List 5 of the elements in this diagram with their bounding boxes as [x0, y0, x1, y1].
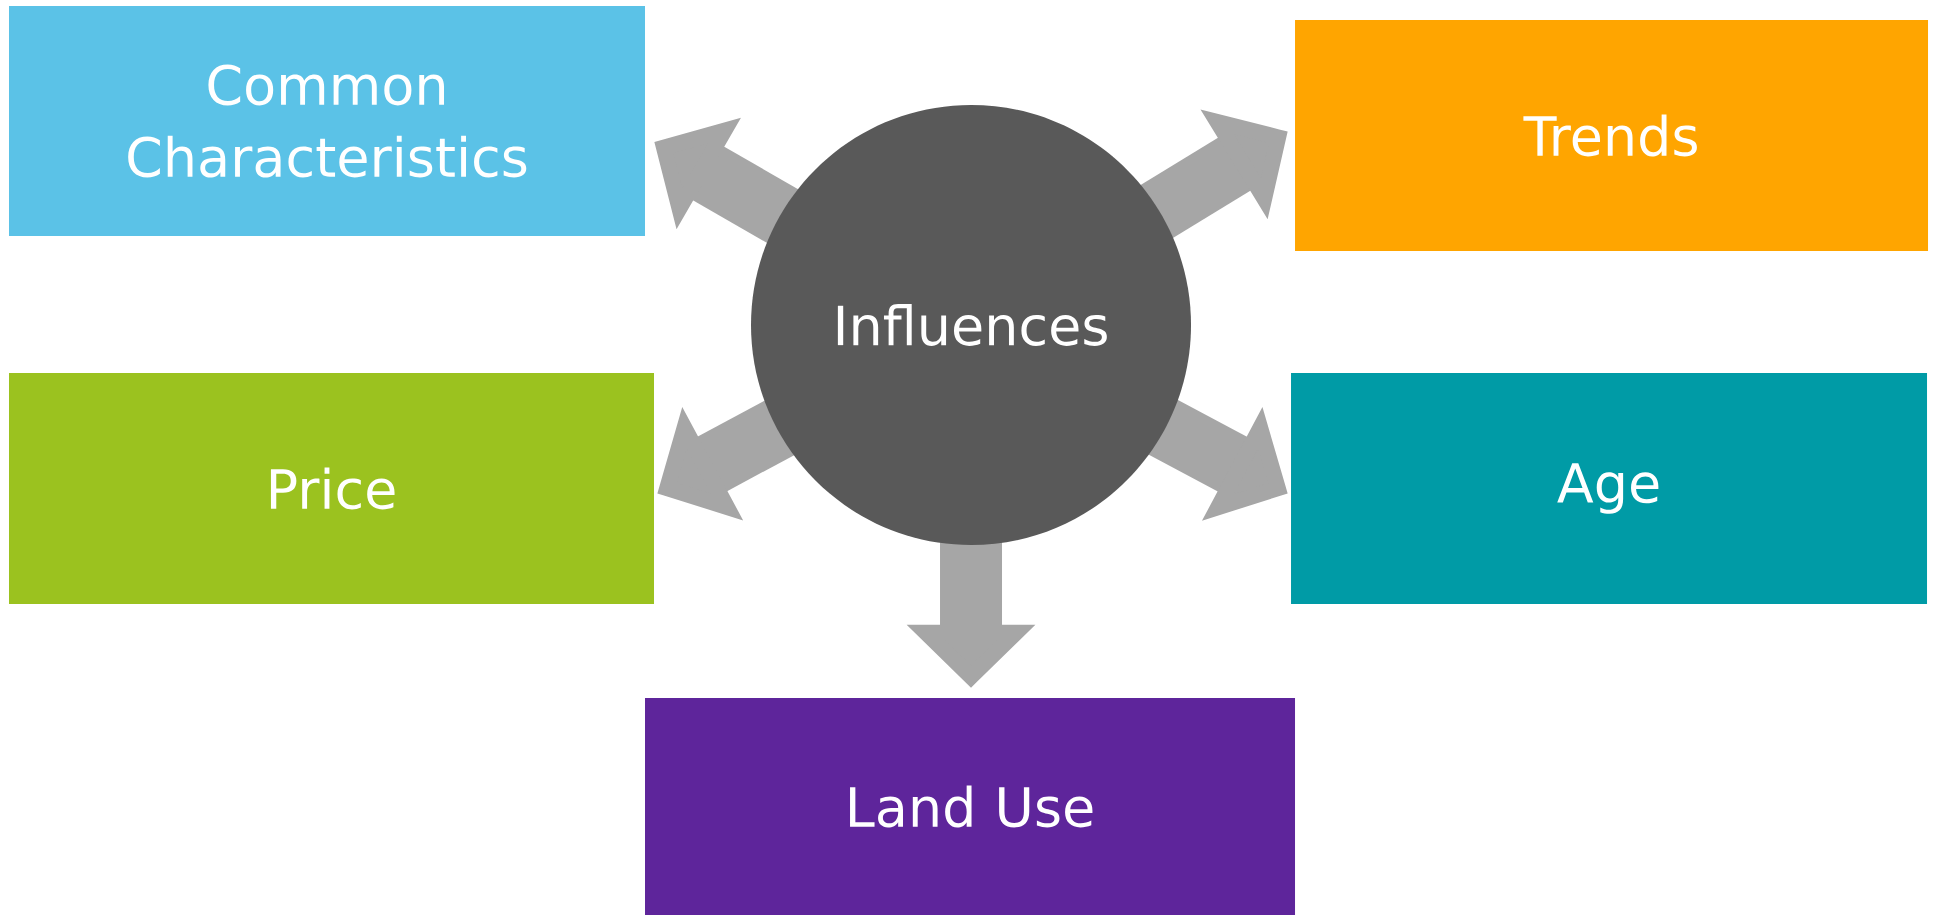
- category-box: Price: [9, 373, 654, 604]
- category-box: Land Use: [645, 698, 1295, 915]
- category-box: Common Characteristics: [9, 6, 645, 236]
- category-box: Age: [1291, 373, 1928, 604]
- category-box: Trends: [1295, 20, 1929, 251]
